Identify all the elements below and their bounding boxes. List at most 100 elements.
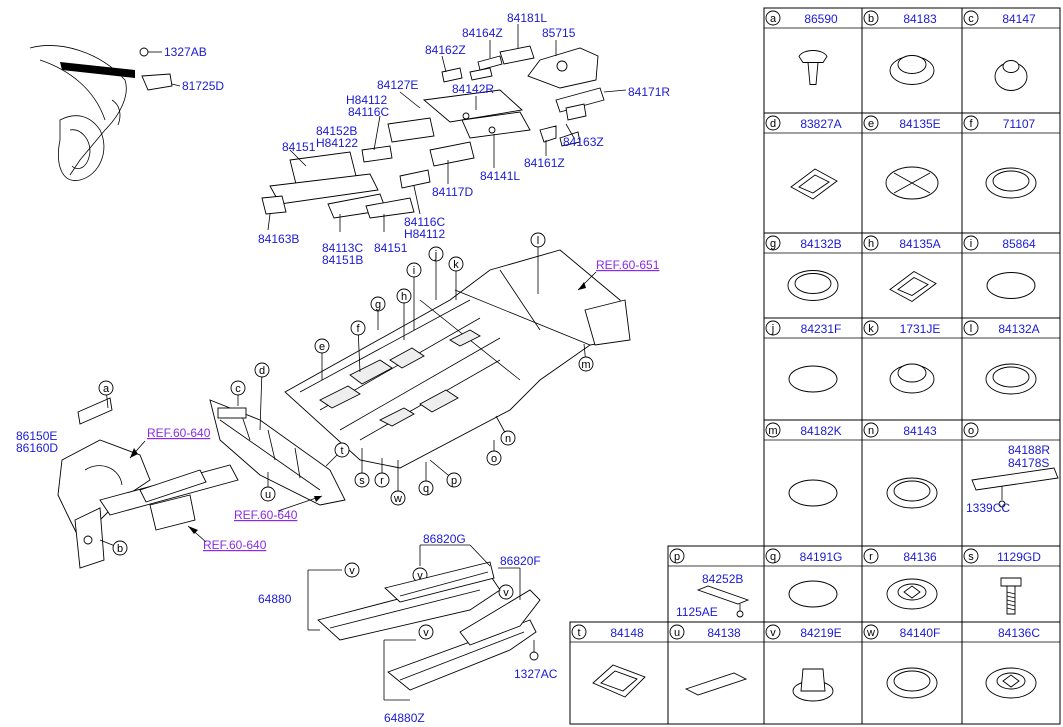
legend-part-number: 84138 xyxy=(707,626,741,640)
legend-part-number: 85864 xyxy=(1002,237,1036,251)
car-rear-illustration xyxy=(29,45,181,181)
legend-letter: e xyxy=(868,118,874,130)
part-label-84164Z: 84164Z xyxy=(462,26,503,40)
callout-letter: e xyxy=(319,341,325,353)
legend-letter: q xyxy=(770,551,776,563)
pad-leader-lines xyxy=(267,24,627,232)
part-label-84181L: 84181L xyxy=(507,11,547,25)
callout-k: k xyxy=(448,256,464,300)
legend-part-number: 1125AE xyxy=(676,605,718,619)
legend-letter: v xyxy=(770,627,776,639)
legend-letter: t xyxy=(577,627,580,639)
legend-letter: p xyxy=(674,551,680,563)
callout-letter: t xyxy=(340,445,343,457)
part-label-86160D: 86160D xyxy=(16,441,58,455)
legend-letter: f xyxy=(969,118,973,130)
insulation-pads xyxy=(261,45,605,219)
part-label-81725D: 81725D xyxy=(182,79,224,93)
part-label-84161Z: 84161Z xyxy=(524,156,565,170)
part-label-84151-top: 84151 xyxy=(282,140,316,154)
callout-p: p xyxy=(429,459,462,488)
legend-part-number: 86590 xyxy=(804,12,838,26)
side-member xyxy=(209,399,346,506)
callout-b: b xyxy=(99,539,128,556)
callout-r: r xyxy=(374,458,390,488)
part-label-86150E: 86150E xyxy=(16,429,57,443)
callout-u: u xyxy=(260,472,276,502)
callout-letter: v xyxy=(349,565,355,577)
callout-i: i xyxy=(406,262,422,330)
part-label-H84112-top: H84112 xyxy=(346,93,387,107)
callout-o: o xyxy=(486,440,502,466)
part-label-84151-bottom: 84151 xyxy=(374,241,408,255)
legend-part-number: 83827A xyxy=(800,117,841,131)
ref-label-60-640-front[interactable]: REF.60-640 xyxy=(147,426,211,440)
part-label-84171R: 84171R xyxy=(628,85,670,99)
legend-part-number: 1129GD xyxy=(997,550,1041,564)
callout-l: l xyxy=(530,232,546,294)
legend-cell-d: d 83827A xyxy=(763,112,863,234)
legend-letter: o xyxy=(968,425,974,437)
legend-letter: g xyxy=(770,238,776,250)
ref-label-60-640-side[interactable]: REF.60-640 xyxy=(234,508,298,522)
part-label-H84122: H84122 xyxy=(316,136,358,150)
callout-letter: r xyxy=(380,475,384,487)
callout-letter: f xyxy=(356,323,360,335)
legend-part-number: 84135A xyxy=(899,237,940,251)
callout-letter: k xyxy=(453,259,459,271)
callout-v: v xyxy=(498,584,514,600)
ref-label-60-640-lower[interactable]: REF.60-640 xyxy=(203,538,267,552)
part-label-1327AB: 1327AB xyxy=(164,45,207,59)
legend-letter: u xyxy=(674,627,680,639)
callout-letter: w xyxy=(393,493,402,505)
legend-letter: l xyxy=(970,323,972,335)
under-cover-leaders xyxy=(307,544,535,701)
callout-letter: p xyxy=(451,475,457,487)
callout-letter: s xyxy=(359,475,365,487)
floor-pan xyxy=(284,249,631,469)
legend-letter: b xyxy=(868,13,874,25)
part-label-84151B: 84151B xyxy=(322,253,363,267)
part-label-84116C-bottom: 84116C xyxy=(404,215,445,229)
legend-part-number: 84182K xyxy=(800,424,841,438)
callout-letter: v xyxy=(417,570,423,582)
callout-letter: c xyxy=(235,383,241,395)
ref-label-60-651[interactable]: REF.60-651 xyxy=(596,258,660,272)
callout-letter: u xyxy=(265,489,271,501)
legend-part-number: 84140F xyxy=(900,626,941,640)
callout-letter: i xyxy=(413,265,415,277)
legend-part-number: 84231F xyxy=(801,322,842,336)
callout-s: s xyxy=(354,448,370,488)
callout-v: v xyxy=(344,562,360,578)
callout-f: f xyxy=(350,320,366,373)
part-label-84163Z: 84163Z xyxy=(563,135,604,149)
legend-letter: d xyxy=(770,118,776,130)
callout-a: a xyxy=(98,380,114,409)
part-label-84113C: 84113C xyxy=(322,241,363,255)
callout-v: v xyxy=(418,624,434,640)
callout-letter: m xyxy=(581,359,590,371)
callout-letter: n xyxy=(505,433,511,445)
part-label-84162Z: 84162Z xyxy=(425,43,466,57)
part-label-H84112-bottom: H84112 xyxy=(404,227,445,241)
legend-part-number: 71107 xyxy=(1003,117,1036,131)
